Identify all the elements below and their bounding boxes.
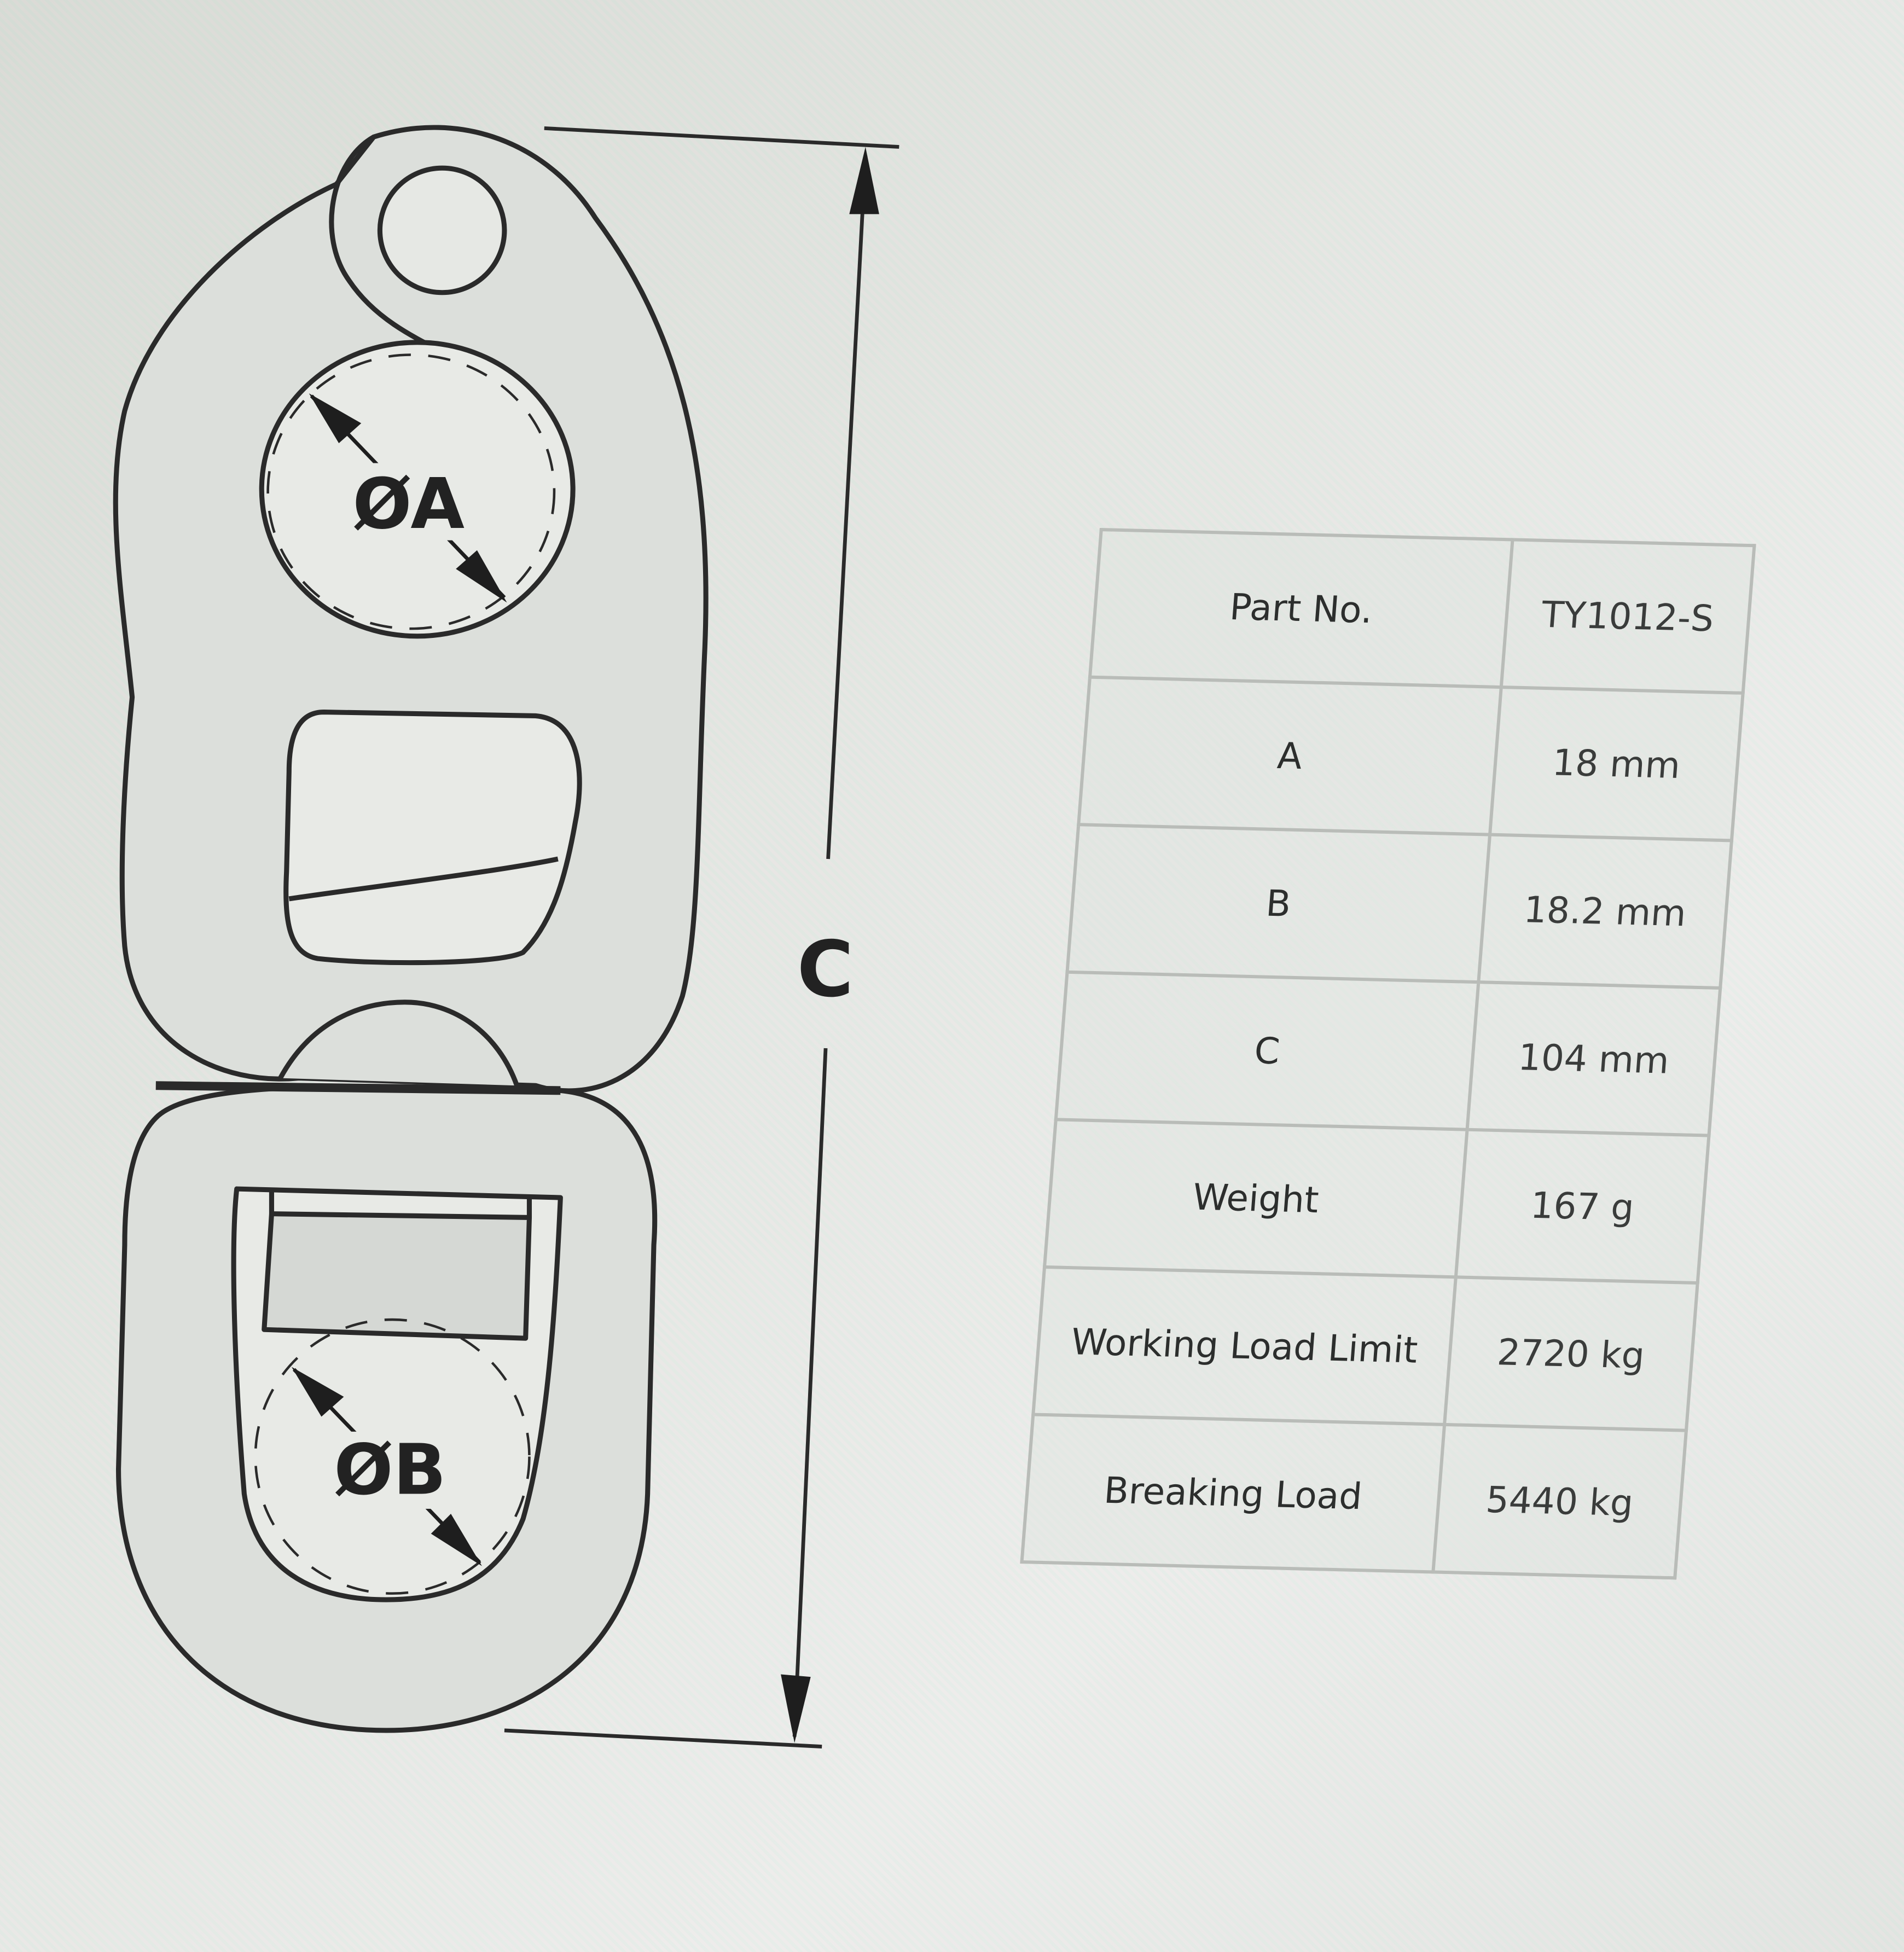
spec-value: 104 mm <box>1467 982 1721 1136</box>
spec-value: TY1012-S <box>1501 539 1755 693</box>
opening-b-dashed <box>254 1318 531 1595</box>
spec-label: Part No. <box>1090 530 1513 688</box>
spec-value: 2720 kg <box>1444 1277 1698 1431</box>
spec-label: A <box>1078 677 1501 835</box>
spec-value: 18.2 mm <box>1478 834 1732 988</box>
dimension-c-lower <box>792 1048 828 1737</box>
arrow-b-lower-icon <box>431 1514 482 1566</box>
eye-tab <box>329 135 450 357</box>
table-row: C 104 mm <box>1055 972 1721 1136</box>
arrow-a-lower-icon <box>456 550 507 603</box>
table-row: A 18 mm <box>1078 677 1743 841</box>
table-row: Breaking Load 5440 kg <box>1021 1414 1686 1578</box>
table-row: B 18.2 mm <box>1067 824 1732 988</box>
arrow-b-upper-icon <box>291 1367 344 1417</box>
spec-label: B <box>1067 824 1490 983</box>
latch-block <box>262 1211 532 1341</box>
dimension-label-b: ØB <box>334 1430 446 1511</box>
table-row: Working Load Limit 2720 kg <box>1033 1267 1698 1431</box>
spec-label: Working Load Limit <box>1033 1267 1456 1425</box>
spec-label: Breaking Load <box>1021 1414 1444 1572</box>
spec-table: Part No. TY1012-S A 18 mm B 18.2 mm C 10… <box>1020 528 1756 1580</box>
neck <box>278 1000 519 1087</box>
eye-hole <box>377 165 507 295</box>
slot-edge <box>288 856 559 902</box>
arrow-a-upper-icon <box>309 393 362 444</box>
dimension-label-c: C <box>797 925 854 1014</box>
spec-label: C <box>1055 972 1479 1130</box>
dimension-top-line <box>544 126 899 149</box>
spec-value: 167 g <box>1455 1129 1709 1283</box>
spec-value: 5440 kg <box>1433 1424 1686 1578</box>
spec-label: Weight <box>1044 1119 1467 1277</box>
dimension-label-a: ØA <box>352 464 465 545</box>
opening-a-dashed <box>266 353 556 630</box>
arrow-down-icon <box>781 1674 811 1743</box>
dimension-c-upper <box>826 155 868 859</box>
dimension-bottom-line <box>504 1728 822 1748</box>
arrow-up-icon <box>849 147 879 214</box>
table-row: Part No. TY1012-S <box>1090 530 1755 693</box>
table-row: Weight 167 g <box>1044 1119 1709 1283</box>
spec-value: 18 mm <box>1489 687 1743 841</box>
middle-slot <box>283 710 582 966</box>
